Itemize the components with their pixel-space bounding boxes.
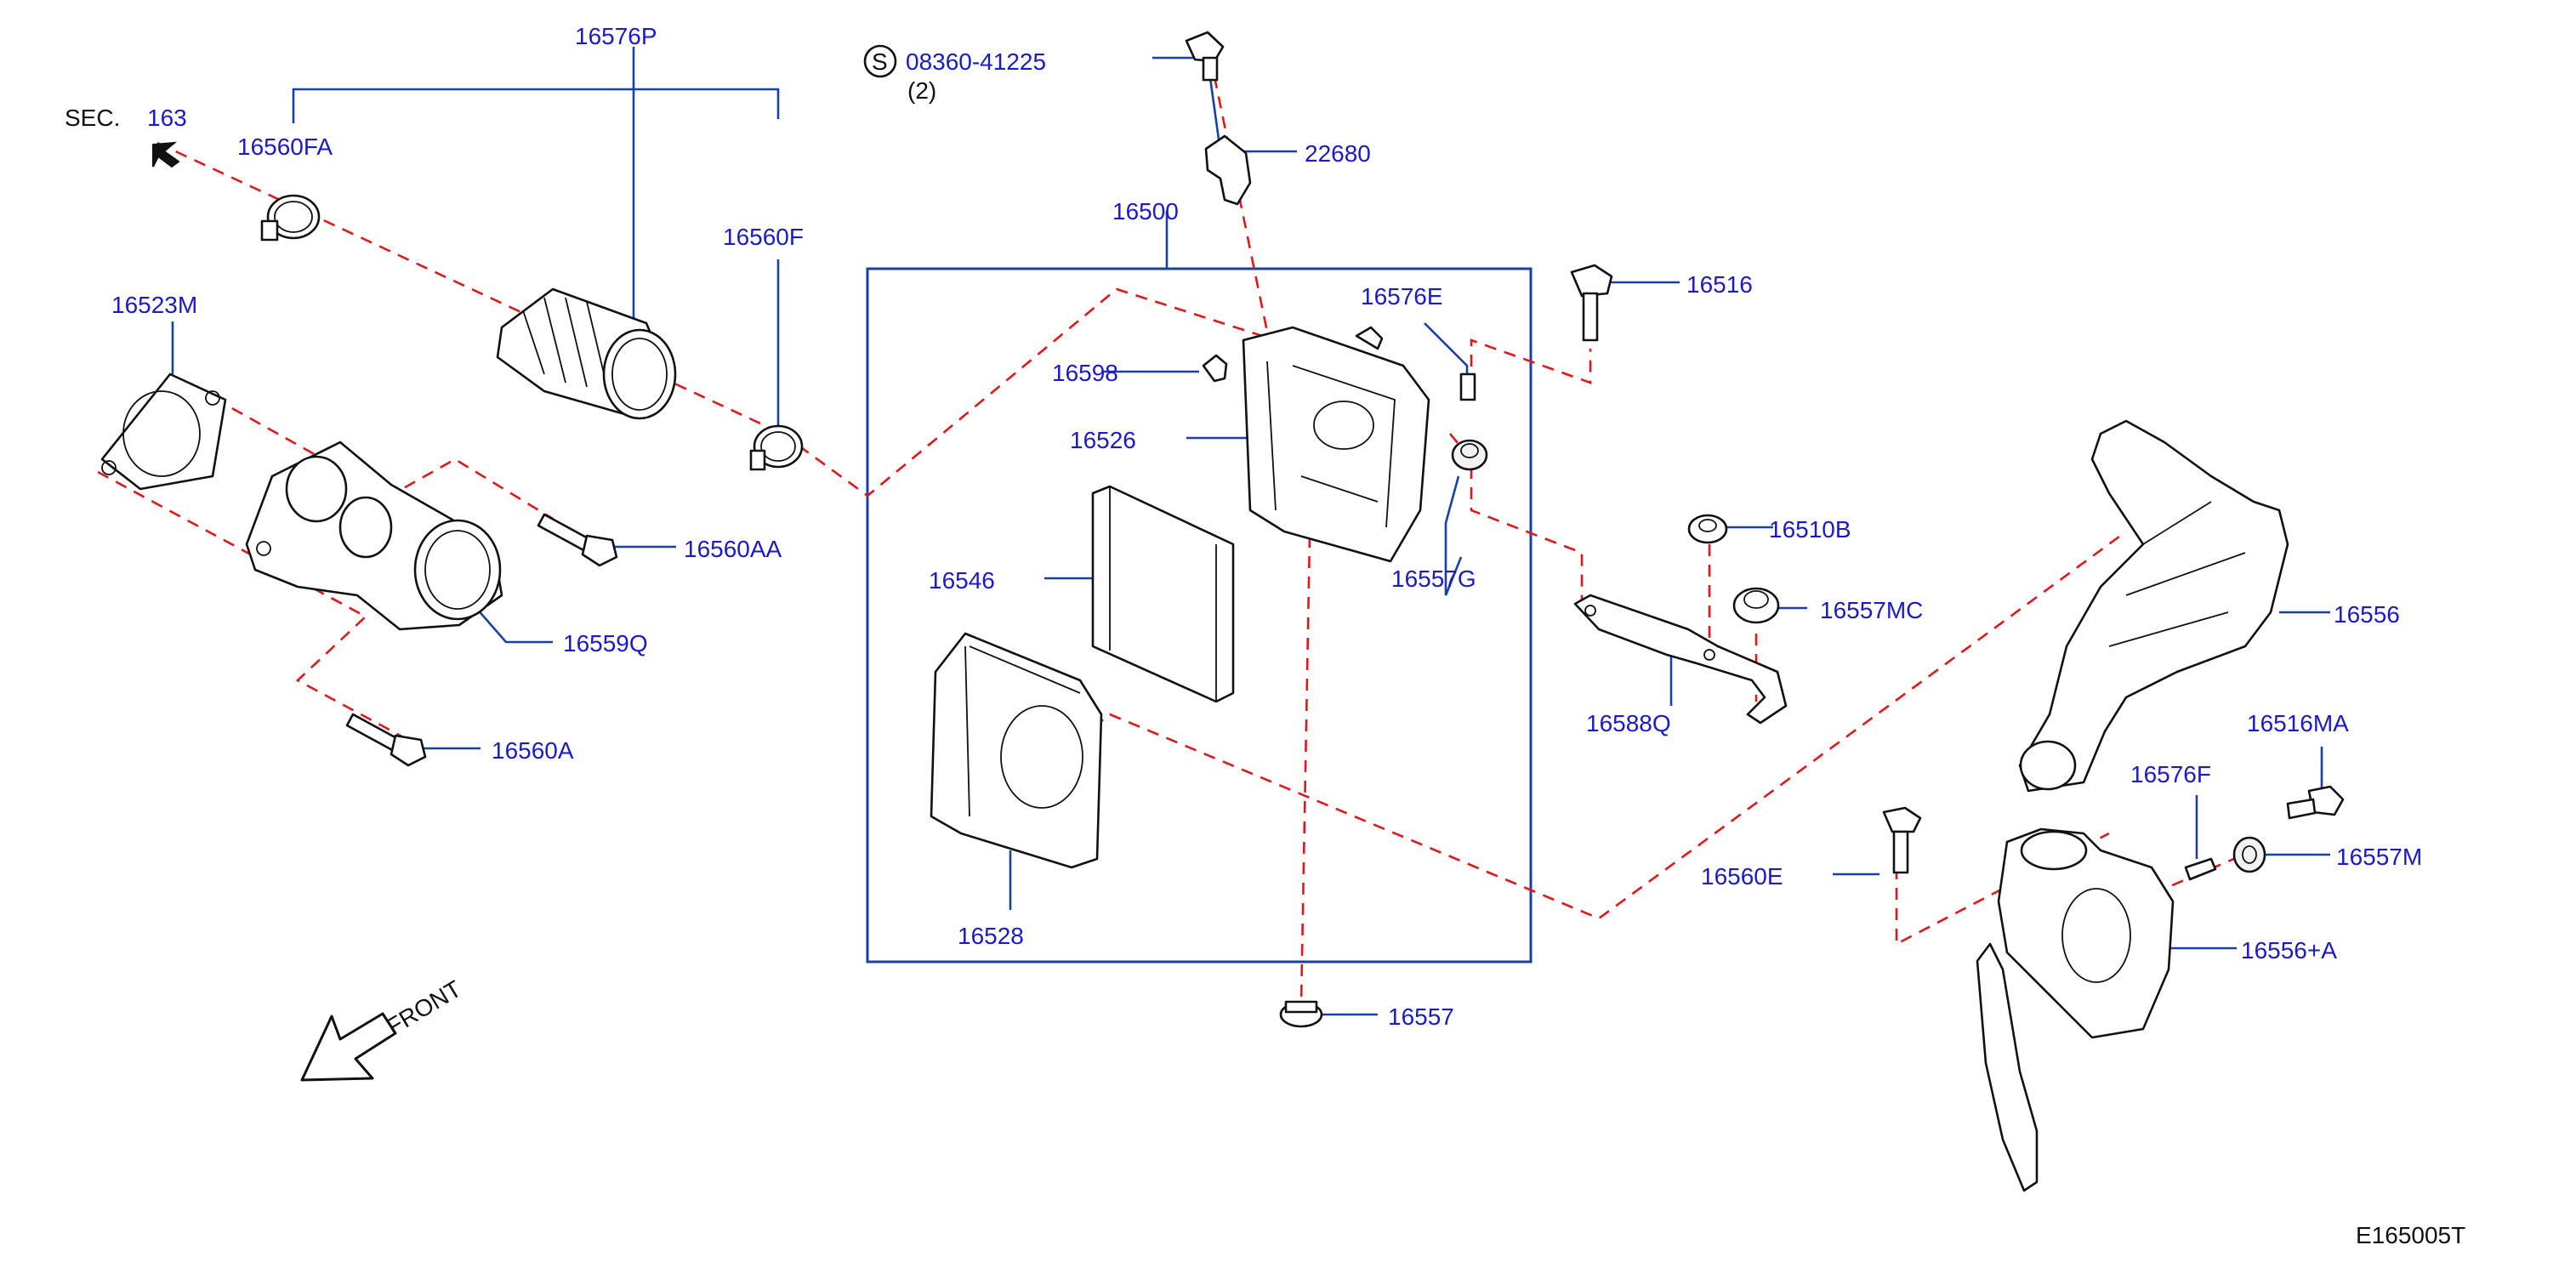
label-16576P[interactable]: 16576P <box>575 23 657 49</box>
grommet-16557 <box>1279 1000 1323 1028</box>
grommet-16557MC <box>1732 587 1780 624</box>
air-duct-16576P <box>496 287 677 420</box>
label-16556A[interactable]: 16556+A <box>2241 937 2337 964</box>
label-16560FA[interactable]: 16560FA <box>237 134 333 160</box>
label-16516MA[interactable]: 16516MA <box>2247 710 2349 736</box>
grommet-16557G <box>1451 439 1488 471</box>
label-16528[interactable]: 16528 <box>958 923 1024 949</box>
sensor-22680 <box>1204 134 1252 206</box>
bracket-16588Q <box>1573 594 1788 725</box>
label-16559Q[interactable]: 16559Q <box>563 630 648 657</box>
screw-ref-number[interactable]: 08360-41225 <box>906 48 1046 75</box>
label-16523M[interactable]: 16523M <box>111 292 197 318</box>
label-16557[interactable]: 16557 <box>1388 1003 1454 1030</box>
label-16560F[interactable]: 16560F <box>723 224 804 250</box>
nut-16510B <box>1687 514 1728 544</box>
label-16546[interactable]: 16546 <box>929 567 995 594</box>
screw-symbol-circle <box>863 44 897 78</box>
screw-ref-qty: (2) <box>907 77 936 104</box>
label-16526[interactable]: 16526 <box>1070 427 1136 453</box>
front-label: FRONT <box>382 975 466 1040</box>
pin-16576F <box>2184 857 2217 881</box>
label-16576F[interactable]: 16576F <box>2130 761 2211 787</box>
label-16576E[interactable]: 16576E <box>1361 283 1443 310</box>
screw-08360-41225 <box>1185 31 1225 82</box>
bolt-16560E <box>1882 806 1922 874</box>
throttle-body-16559Q <box>245 441 503 631</box>
label-16560A[interactable]: 16560A <box>492 737 574 764</box>
lower-housing-16528 <box>930 632 1103 869</box>
leader-lines <box>171 47 2330 1016</box>
label-22680[interactable]: 22680 <box>1305 140 1371 167</box>
label-16510B[interactable]: 16510B <box>1769 516 1851 543</box>
label-16560E[interactable]: 16560E <box>1701 863 1783 890</box>
bolt-16560A <box>345 713 427 767</box>
pin-16576E <box>1459 372 1476 401</box>
gasket-16523M <box>100 372 227 491</box>
section-ref-number[interactable]: 163 <box>147 105 187 131</box>
label-16588Q[interactable]: 16588Q <box>1586 710 1671 736</box>
label-16500[interactable]: 16500 <box>1112 198 1179 225</box>
resonator-duct-16556A <box>1976 827 2175 1192</box>
label-16560AA[interactable]: 16560AA <box>684 536 782 562</box>
label-16598[interactable]: 16598 <box>1052 360 1118 386</box>
diagram-id: E165005T <box>2356 1222 2465 1248</box>
label-16516[interactable]: 16516 <box>1686 271 1753 298</box>
clamp-16560FA <box>260 194 321 242</box>
grommet-16557M <box>2232 836 2266 873</box>
filter-element-16546 <box>1091 485 1235 703</box>
bolt-16560AA <box>537 513 618 567</box>
front-direction-arrow-icon <box>300 1012 397 1082</box>
assembly-16500-frame <box>866 267 1533 964</box>
clamp-16560F <box>749 424 804 471</box>
label-16556[interactable]: 16556 <box>2334 601 2400 628</box>
label-16557G[interactable]: 16557G <box>1391 566 1476 592</box>
screw-symbol: S <box>872 48 888 75</box>
label-16557M[interactable]: 16557M <box>2336 844 2422 870</box>
label-16557MC[interactable]: 16557MC <box>1820 597 1923 623</box>
upper-housing-16526 <box>1242 326 1430 563</box>
clip-16598 <box>1202 354 1228 383</box>
clip-top <box>1355 326 1384 350</box>
bolt-16516MA <box>2286 785 2345 820</box>
section-ref-prefix: SEC. <box>65 105 120 131</box>
intake-duct-16556 <box>2018 419 2289 793</box>
bolt-16516 <box>1570 264 1613 342</box>
section-arrow-icon <box>152 141 180 168</box>
